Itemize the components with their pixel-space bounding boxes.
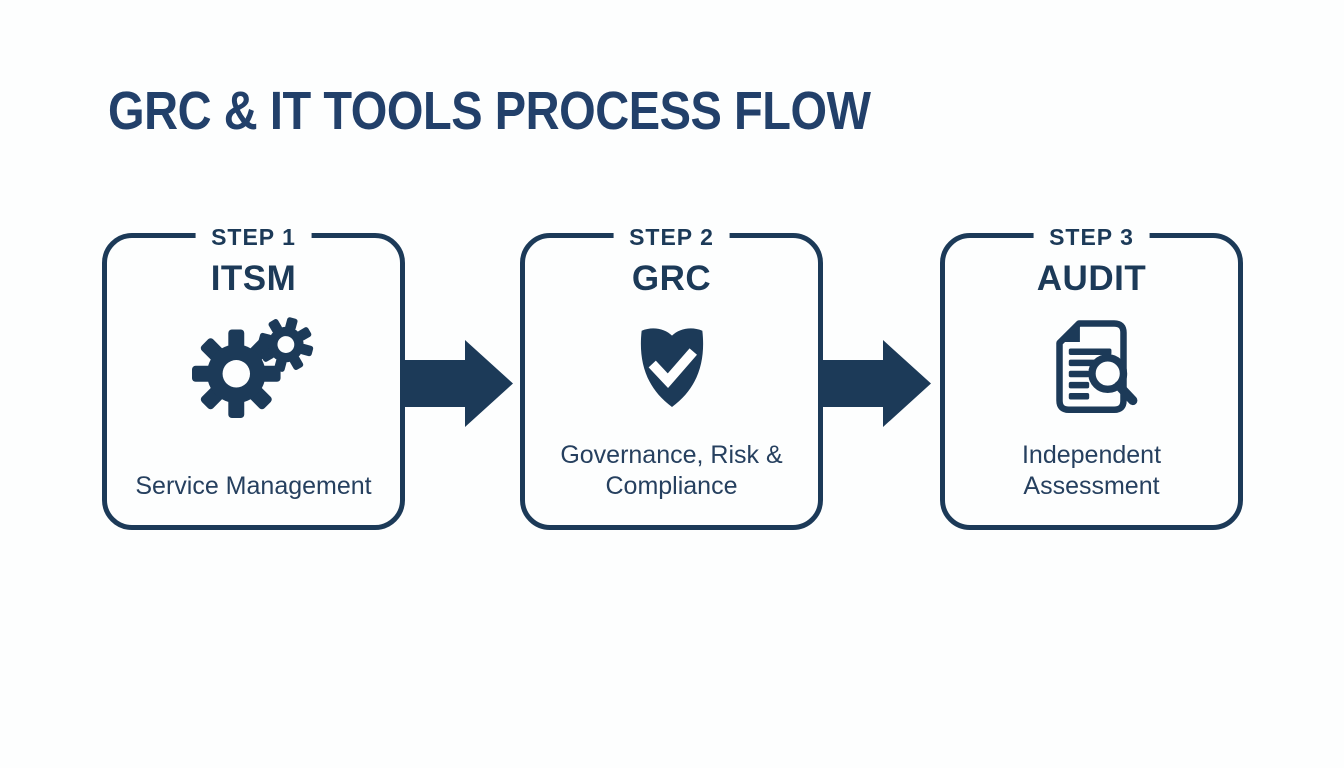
step-2-box: STEP 2 GRC Governance, Risk & Compliance [520,224,823,530]
step-2-label: STEP 2 [613,224,730,250]
step-3-label: STEP 3 [1033,224,1150,250]
step-1-label: STEP 1 [195,224,312,250]
document-search-icon [1038,317,1145,419]
step-3-description: Independent Assessment [1021,441,1162,500]
gears-icon [191,316,316,419]
step-2-description: Governance, Risk & Compliance [560,441,783,500]
step-3-box: STEP 3 AUDIT Independent Assessment [940,224,1243,530]
step-1-box: STEP 1 ITSM [102,224,405,530]
shield-check-icon [631,317,713,419]
step-2-heading: GRC [631,259,712,298]
step-1-heading: ITSM [210,259,297,298]
flow-arrow-icon [819,340,931,427]
step-1-description: Service Management [135,471,372,500]
step-3-heading: AUDIT [1036,259,1147,298]
page-title: GRC & IT TOOLS PROCESS FLOW [108,81,871,141]
flow-arrow-icon [401,340,513,427]
